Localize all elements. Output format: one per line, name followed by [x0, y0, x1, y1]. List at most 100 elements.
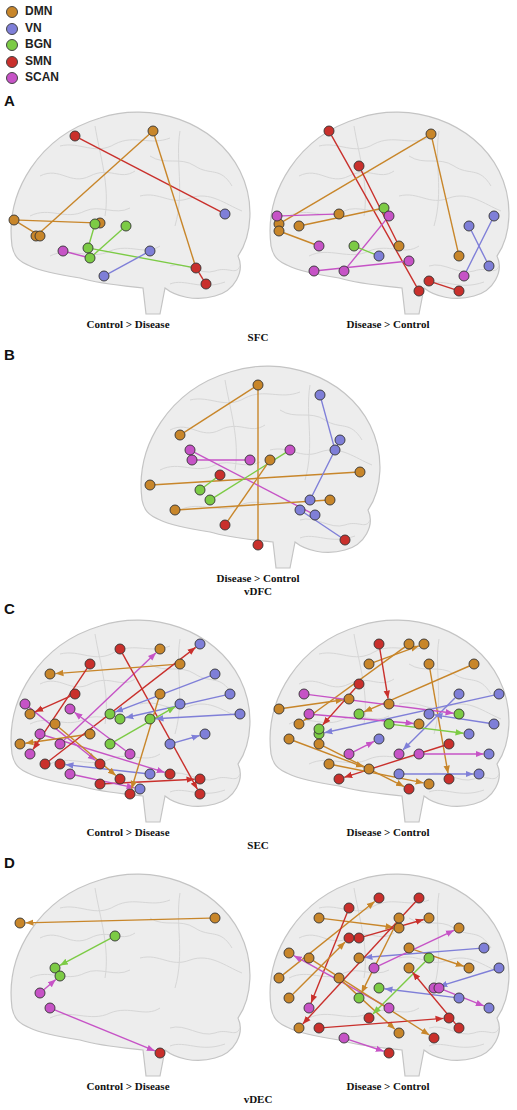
connectivity-line [60, 938, 111, 965]
connectivity-line [122, 653, 197, 789]
roi-node [484, 749, 494, 759]
panel-caption: vDFC [244, 585, 272, 597]
roi-node [15, 739, 25, 749]
roi-node [444, 739, 454, 749]
roi-node [429, 1033, 439, 1043]
roi-node [105, 739, 115, 749]
brain-view [11, 620, 250, 822]
roi-node [424, 913, 434, 923]
connectivity-line [324, 919, 394, 928]
connectivity-line [304, 209, 379, 225]
roi-node [314, 913, 324, 923]
roi-node [394, 769, 404, 779]
connectivity-line [214, 453, 286, 498]
connectivity-line [33, 668, 87, 749]
roi-node [45, 1003, 55, 1013]
brain-gyrus [175, 639, 180, 734]
connectivity-line [197, 459, 245, 460]
roi-node [489, 719, 499, 729]
roi-node [394, 1028, 404, 1038]
roi-node [165, 769, 175, 779]
connectivity-line [59, 727, 116, 775]
legend-swatch [6, 72, 18, 84]
brain-gyrus [429, 1044, 484, 1047]
brain-gyrus [399, 195, 501, 211]
roi-node [489, 211, 499, 221]
roi-node [294, 1023, 304, 1033]
legend-text: SMN [25, 54, 52, 68]
connectivity-line [74, 712, 126, 751]
roi-node [355, 467, 365, 477]
roi-node [394, 241, 404, 251]
roi-node [175, 659, 185, 669]
roi-node [304, 953, 314, 963]
connectivity-line [283, 901, 375, 974]
panel-caption: vDEC [244, 1093, 273, 1105]
roi-node [115, 644, 125, 654]
roi-node [424, 276, 434, 286]
brain-gyrus [170, 265, 240, 272]
brain-outline [270, 620, 509, 822]
roi-node [454, 993, 464, 1003]
roi-node [245, 455, 255, 465]
roi-node [314, 1023, 324, 1033]
roi-node [170, 505, 180, 515]
roi-node [384, 719, 394, 729]
connectivity-line [319, 262, 404, 271]
roi-node [424, 709, 434, 719]
roi-node [374, 251, 384, 261]
roi-node [25, 749, 35, 759]
roi-node [191, 263, 201, 273]
roi-node [95, 759, 105, 769]
roi-node [464, 963, 474, 973]
brain-gyrus [409, 156, 491, 186]
connectivity-line [364, 666, 469, 712]
roi-node [195, 485, 205, 495]
roi-node [295, 505, 305, 515]
connectivity-line [257, 390, 258, 540]
legend-swatch [6, 56, 18, 68]
roi-node [15, 918, 25, 928]
connectivity-line [283, 137, 426, 222]
brain-gyrus [140, 195, 242, 211]
roi-node [444, 774, 454, 784]
brain-outline [11, 874, 250, 1076]
roi-node [330, 445, 340, 455]
connectivity-line [313, 961, 429, 1035]
roi-node [335, 435, 345, 445]
brain-view [9, 112, 250, 314]
brain-gyrus [399, 957, 501, 973]
roi-node [469, 659, 479, 669]
roi-node [344, 749, 354, 759]
roi-node [148, 126, 158, 136]
roi-node [220, 209, 230, 219]
roi-node [284, 993, 294, 1003]
roi-node [284, 734, 294, 744]
roi-node [187, 455, 197, 465]
connectivity-line [380, 649, 388, 699]
connectivity-line [361, 170, 397, 241]
roi-node [58, 246, 68, 256]
roi-node [253, 380, 263, 390]
connectivity-line [432, 139, 458, 251]
connectivity-line [175, 736, 200, 743]
brain-gyrus [409, 664, 491, 694]
panel-caption: Disease > Control [346, 1080, 429, 1092]
connectivity-line [55, 1010, 155, 1051]
roi-node [200, 729, 210, 739]
connectivity-line [284, 233, 315, 244]
connectivity-line [64, 653, 156, 741]
brain-gyrus [434, 131, 439, 226]
brain-gyrus [95, 634, 106, 724]
connectivity-line [184, 388, 254, 433]
panel-caption: SFC [248, 331, 269, 343]
roi-node [285, 445, 295, 455]
connectivity-line [19, 220, 95, 223]
roi-node [354, 953, 364, 963]
connectivity-line [25, 918, 210, 923]
roi-node [55, 971, 65, 981]
roi-node [70, 689, 80, 699]
roi-node [115, 714, 125, 724]
roi-node [314, 739, 324, 749]
